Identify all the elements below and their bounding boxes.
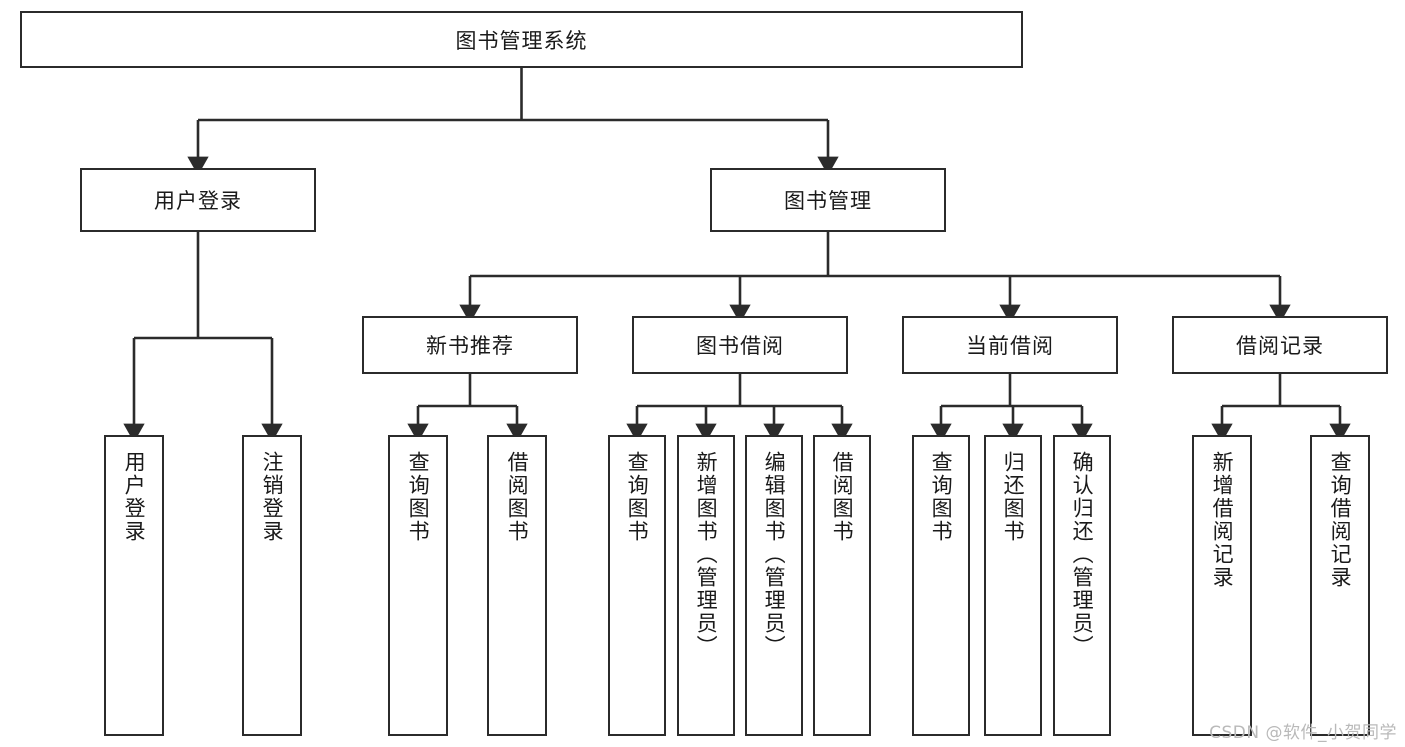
node-label: 确认归还（管理员） xyxy=(1070,451,1095,658)
node-label: 注销登录 xyxy=(260,451,285,543)
node-current[interactable]: 当前借阅 xyxy=(902,316,1118,374)
node-label: 借阅图书 xyxy=(830,451,855,543)
node-b4[interactable]: 借阅图书 xyxy=(813,435,871,736)
node-newbook[interactable]: 新书推荐 xyxy=(362,316,578,374)
node-label: 借阅图书 xyxy=(505,451,530,543)
node-root[interactable]: 图书管理系统 xyxy=(20,11,1023,68)
node-borrow[interactable]: 图书借阅 xyxy=(632,316,848,374)
node-label: 查询图书 xyxy=(625,451,650,543)
node-r2[interactable]: 查询借阅记录 xyxy=(1310,435,1370,736)
node-label: 图书管理系统 xyxy=(455,28,588,53)
node-label: 查询图书 xyxy=(406,451,431,543)
node-label: 借阅记录 xyxy=(1236,334,1324,358)
node-b2[interactable]: 新增图书（管理员） xyxy=(677,435,735,736)
node-r1[interactable]: 新增借阅记录 xyxy=(1192,435,1252,736)
node-c1[interactable]: 查询图书 xyxy=(912,435,970,736)
node-label: 查询借阅记录 xyxy=(1328,451,1353,589)
node-label: 编辑图书（管理员） xyxy=(762,451,787,658)
node-label: 查询图书 xyxy=(929,451,954,543)
node-login[interactable]: 用户登录 xyxy=(80,168,316,232)
node-records[interactable]: 借阅记录 xyxy=(1172,316,1388,374)
node-label: 新书推荐 xyxy=(426,334,514,358)
node-label: 用户登录 xyxy=(154,189,242,213)
node-label: 用户登录 xyxy=(122,451,147,543)
node-n2[interactable]: 借阅图书 xyxy=(487,435,547,736)
node-label: 当前借阅 xyxy=(966,334,1054,358)
node-b3[interactable]: 编辑图书（管理员） xyxy=(745,435,803,736)
node-label: 新增图书（管理员） xyxy=(694,451,719,658)
csdn-watermark: CSDN @软件_小贺同学 xyxy=(1209,723,1397,743)
node-n1[interactable]: 查询图书 xyxy=(388,435,448,736)
node-l2[interactable]: 注销登录 xyxy=(242,435,302,736)
node-l1[interactable]: 用户登录 xyxy=(104,435,164,736)
node-bookmgmt[interactable]: 图书管理 xyxy=(710,168,946,232)
node-b1[interactable]: 查询图书 xyxy=(608,435,666,736)
node-c2[interactable]: 归还图书 xyxy=(984,435,1042,736)
node-label: 图书管理 xyxy=(784,189,872,213)
node-label: 新增借阅记录 xyxy=(1210,451,1235,589)
node-label: 归还图书 xyxy=(1001,451,1026,543)
node-c3[interactable]: 确认归还（管理员） xyxy=(1053,435,1111,736)
node-label: 图书借阅 xyxy=(696,334,784,358)
